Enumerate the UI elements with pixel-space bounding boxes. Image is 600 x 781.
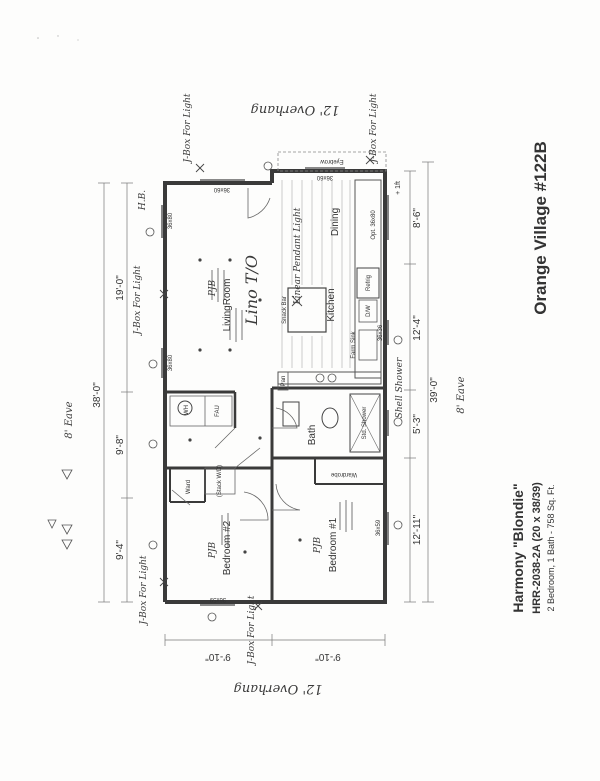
note-linear-light: Linear Pendant Light — [293, 207, 303, 305]
dim-left-total: 38'-0" — [92, 382, 103, 408]
room-kitchen: Kitchen — [326, 288, 337, 321]
note-pjb-bed2: PJB — [208, 541, 218, 559]
window-right-bath: Opt. 36x80 — [371, 210, 377, 240]
label-eyebrow: Eyebrow — [320, 158, 344, 164]
note-eave-right: 8' Eave — [456, 376, 467, 413]
note-hb: H.B. — [138, 190, 148, 211]
dim-right-d: 12'-11" — [412, 514, 423, 545]
note-overhang-bottom: 12' Overhang — [234, 681, 323, 696]
dim-left-b: 9'-8" — [115, 435, 126, 455]
interior-walls — [165, 386, 385, 602]
note-jbox-bottom: J-Box For Light — [247, 595, 257, 666]
note-jbox-top-left: J-Box For Light — [183, 93, 193, 164]
window-top-right: 36x60 — [316, 174, 333, 180]
note-eave-left: 8' Eave — [64, 401, 75, 438]
window-bed1: 36x59 — [376, 519, 382, 536]
dim-right-a: 8'-6" — [412, 208, 423, 228]
label-fau: FAU — [215, 405, 221, 417]
label-snack-bar: Snack Bar — [282, 296, 288, 324]
note-lino: Lino T/O — [242, 255, 261, 326]
room-bath: Bath — [307, 425, 318, 446]
ceiling-light-dots — [188, 258, 302, 554]
doors — [171, 188, 301, 521]
room-labels: LivingRoom Kitchen Dining Bath Bedroom #… — [222, 208, 341, 575]
label-pan: Pan — [281, 376, 287, 387]
window-living-lower: 36x80 — [168, 354, 174, 371]
window-bed2: 36x59 — [209, 596, 226, 602]
note-jbox-left-mid: J-Box For Light — [133, 265, 143, 336]
model-code: HRR-2038-2A (20 x 38/39) — [531, 482, 543, 614]
dim-left-c: 9'-4" — [115, 540, 126, 560]
note-overhang-top: 12' Overhang — [251, 102, 340, 117]
window-right-kitchen: 36x36 — [378, 324, 384, 341]
dim-right-b: 12'-4" — [412, 315, 423, 341]
note-jbox-top-right: J-Box For Light — [369, 93, 379, 164]
note-jbox-left-low: J-Box For Light — [139, 555, 149, 626]
model-title: Harmony "Blondie" — [510, 483, 526, 612]
dimension-lines — [98, 161, 434, 646]
label-stack-wd: (Stack W/D) — [217, 465, 223, 497]
room-living: LivingRoom — [222, 279, 233, 332]
room-bedroom1: Bedroom #1 — [328, 517, 339, 572]
handwritten-notes: 12' Overhang 12' Overhang J-Box For Ligh… — [47, 93, 467, 696]
dim-right-total: 39'-0" — [429, 377, 440, 403]
handwritten-hatching — [211, 268, 353, 547]
label-wardrobe: Wardrobe — [330, 471, 357, 477]
label-dw: D/W — [366, 305, 372, 317]
fixture-labels: Snack Bar Farm Sink Refrig D/W Pan WH FA… — [168, 158, 384, 602]
note-pjb-bed1: PJB — [313, 536, 323, 554]
room-bedroom2: Bedroom #2 — [222, 520, 233, 575]
lino-floor-lines — [281, 180, 351, 368]
dimension-labels: 38'-0" 19'-0" 9'-8" 9'-4" 39'-0" 8'-6" 1… — [92, 181, 440, 662]
window-top-left: 36x60 — [213, 186, 230, 192]
window-marks — [161, 167, 389, 606]
village-title: Orange Village #122B — [531, 141, 550, 315]
dim-right-ext: + 1ft — [395, 181, 402, 195]
note-shelf-shower: Shell Shower — [395, 357, 405, 418]
dim-bottom-a: 9'-10" — [205, 651, 231, 662]
dim-left-a: 19'-0" — [115, 275, 126, 301]
window-bath-shower: Std. Shower — [362, 407, 368, 440]
label-wh: WH — [184, 405, 190, 415]
dim-bottom-b: 9'-10" — [315, 651, 341, 662]
kitchen-counters — [277, 179, 382, 391]
room-dining: Dining — [330, 208, 341, 236]
eyebrow-outline — [277, 151, 387, 172]
outlet-symbols — [145, 161, 403, 622]
note-pjb-living: PJB — [208, 279, 218, 297]
window-left-mid: 36x80 — [168, 212, 174, 229]
title-block: Orange Village #122B Harmony "Blondie" H… — [510, 141, 556, 614]
dim-right-c: 5'-3" — [412, 414, 423, 434]
model-specs: 2 Bedroom, 1 Bath - 758 Sq. Ft. — [546, 484, 556, 611]
label-farm-sink: Farm Sink — [351, 330, 357, 358]
label-refrig: Refrig — [366, 275, 372, 291]
label-ward: Ward — [186, 480, 192, 494]
bath-fixtures — [177, 393, 381, 453]
scan-specks — [37, 35, 79, 41]
